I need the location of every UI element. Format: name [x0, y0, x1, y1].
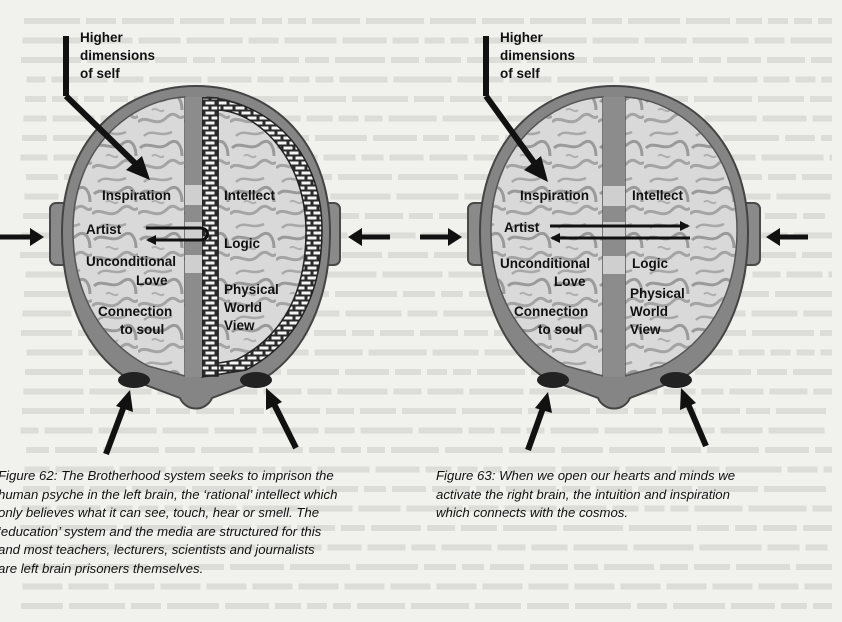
caption-line: When we open our hearts and minds we [499, 468, 736, 483]
label-artist: Artist [86, 222, 122, 237]
caption-figure-number: Figure 62: [0, 468, 58, 483]
pointer-label-line: of self [80, 66, 120, 81]
label-unconditional: Unconditional [86, 254, 176, 269]
label-love: Love [136, 273, 168, 288]
caption-line: activate the right brain, the intuition … [436, 486, 730, 502]
label-inspiration: Inspiration [102, 188, 171, 203]
left-brain-hemisphere [490, 96, 604, 377]
pointer-label-line: Higher [500, 30, 544, 45]
caption-line: human psyche in the left brain, the ‘rat… [0, 486, 338, 502]
label-logic: Logic [632, 256, 668, 271]
prison-wall [201, 97, 323, 378]
pointer-label-line: of self [500, 66, 540, 81]
label-unconditional: Unconditional [500, 256, 590, 271]
label-artist: Artist [504, 220, 540, 235]
label-intellect: Intellect [632, 188, 684, 203]
pointer-label-line: dimensions [80, 48, 155, 63]
label-to-soul: to soul [538, 322, 582, 337]
higher-dimensions-arrow [483, 36, 548, 182]
label-inspiration: Inspiration [520, 188, 589, 203]
label-world: World [224, 300, 262, 315]
label-physical: Physical [224, 282, 279, 297]
label-world: World [630, 304, 668, 319]
eyes [118, 372, 272, 388]
blocked-communication-arrow [146, 226, 209, 245]
caption-figure-number: Figure 63: [436, 468, 496, 483]
figure-62-diagram [49, 84, 341, 410]
figure-62-caption: Figure 62: The Brotherhood system seeks … [0, 467, 408, 578]
input-arrows [0, 228, 808, 456]
label-intellect: Intellect [224, 188, 276, 203]
open-communication-arrows [550, 221, 690, 243]
label-to-soul: to soul [120, 322, 164, 337]
label-view: View [224, 318, 255, 333]
figure-63-labels: Higher dimensions of self Inspiration Ar… [500, 30, 685, 337]
label-view: View [630, 322, 661, 337]
figure-63-caption: Figure 63: When we open our hearts and m… [436, 467, 836, 523]
pointer-label-line: dimensions [500, 48, 575, 63]
caption-line: The Brotherhood system seeks to imprison… [61, 468, 334, 483]
caption-line: which connects with the cosmos. [436, 505, 629, 520]
label-logic: Logic [224, 236, 260, 251]
label-connection: Connection [514, 304, 588, 319]
label-love: Love [554, 274, 586, 289]
caption-line: only believes what it can see, touch, he… [0, 505, 320, 520]
figure-62-labels: Higher dimensions of self Inspiration Ar… [80, 30, 279, 337]
caption-line: ‘education’ system and the media are str… [0, 523, 322, 539]
pointer-label-line: Higher [80, 30, 124, 45]
eyes [537, 372, 692, 388]
corpus-callosum [185, 97, 202, 377]
left-brain-hemisphere [72, 96, 186, 377]
caption-line: are left brain prisoners themselves. [0, 560, 204, 576]
higher-dimensions-arrow [63, 36, 150, 180]
label-connection: Connection [98, 304, 172, 319]
caption-line: and most teachers, lecturers, scientists… [0, 542, 315, 557]
label-physical: Physical [630, 286, 685, 301]
